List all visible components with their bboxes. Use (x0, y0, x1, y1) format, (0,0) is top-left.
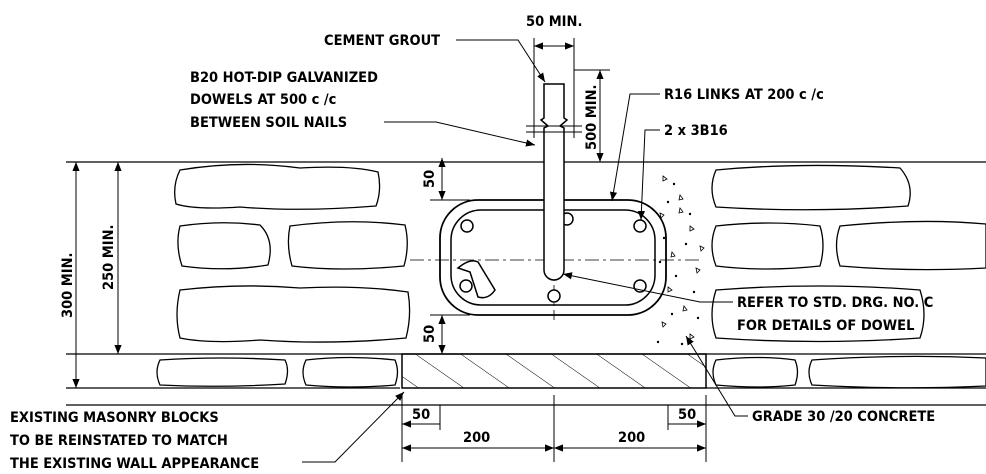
dowel-embed-dimension (574, 69, 610, 162)
base-right-cover-label: 50 (678, 407, 696, 423)
leader-lines (302, 39, 748, 463)
masonry-label-line1: EXISTING MASONRY BLOCKS (10, 410, 219, 426)
masonry-label-line3: THE EXISTING WALL APPEARANCE (10, 456, 259, 472)
refer-label-line2: FOR DETAILS OF DOWEL (737, 318, 914, 334)
bars-label: 2 x 3B16 (664, 123, 728, 139)
concrete-label: GRADE 30 /20 CONCRETE (752, 409, 935, 425)
dowel-label-line2: DOWELS AT 500 c /c (190, 92, 336, 108)
cover-top-label: 50 (422, 170, 438, 188)
dowel-width-label: 50 MIN. (526, 14, 582, 30)
cover-bottom-label: 50 (422, 325, 438, 343)
height-dimensions (72, 162, 122, 388)
concrete-stipple (656, 175, 705, 346)
link-hook (456, 260, 496, 299)
base-dimensions (401, 395, 707, 462)
hatched-base (401, 353, 707, 389)
dowel-label-line1: B20 HOT-DIP GALVANIZED (190, 70, 378, 86)
masonry-label-line2: TO BE REINSTATED TO MATCH (10, 433, 228, 449)
wall-lines (66, 161, 986, 406)
base-left-cover-label: 50 (412, 407, 430, 423)
base-left-width-label: 200 (463, 430, 490, 446)
dowel-embed-label: 500 MIN. (584, 85, 600, 150)
dowel-label-line3: BETWEEN SOIL NAILS (190, 115, 347, 131)
cement-grout-label: CEMENT GROUT (324, 33, 440, 49)
cover-dimensions (430, 158, 470, 354)
dowel-width-dimension (533, 38, 575, 84)
masonry-blocks (156, 163, 986, 389)
refer-label-line1: REFER TO STD. DRG. NO. C (737, 295, 933, 311)
links-label: R16 LINKS AT 200 c /c (664, 87, 824, 103)
dowel-bar (526, 83, 582, 281)
overall-height-label: 300 MIN. (60, 253, 76, 318)
inner-height-label: 250 MIN. (101, 225, 117, 290)
base-right-width-label: 200 (618, 430, 645, 446)
